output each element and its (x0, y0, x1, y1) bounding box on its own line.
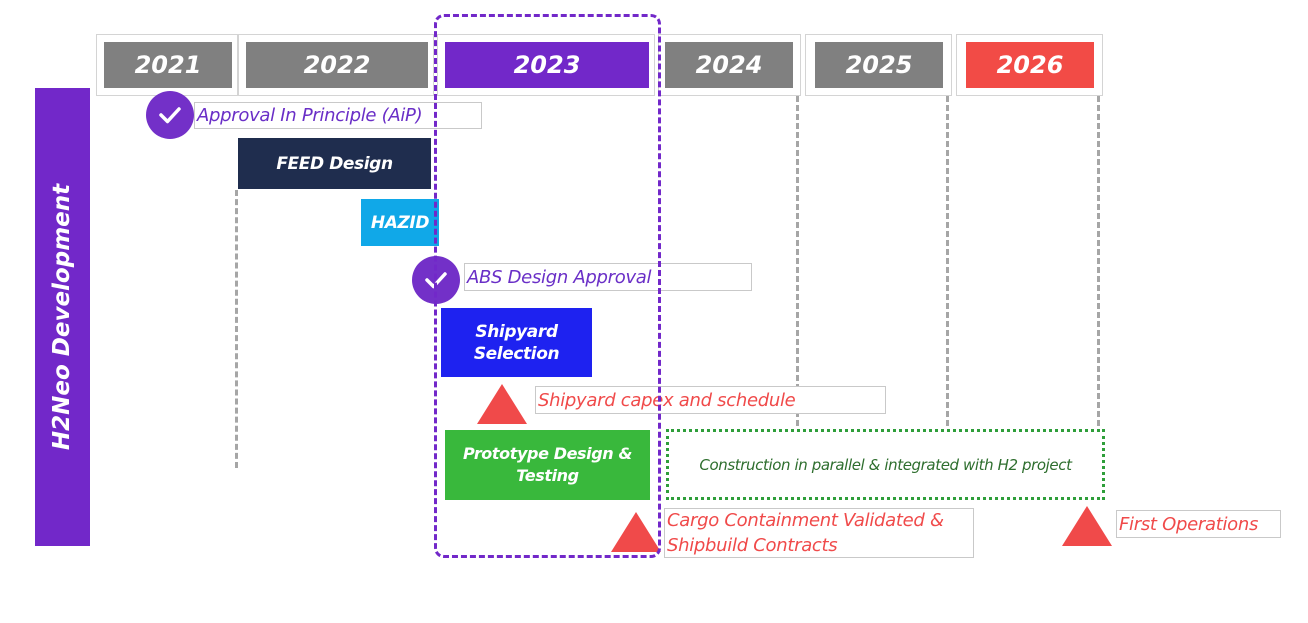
year-divider-2026 (1097, 96, 1100, 426)
aip-check-icon (146, 91, 194, 139)
cargo-gate-label: Cargo Containment Validated & Shipbuild … (664, 508, 974, 558)
year-divider-2025 (946, 96, 949, 426)
cargo-gate-triangle-icon (611, 512, 661, 552)
year-2024: 2024 (665, 42, 793, 88)
first-ops-label: First Operations (1116, 510, 1281, 538)
feed-design-box: FEED Design (238, 138, 431, 189)
prototype-box: Prototype Design & Testing (445, 430, 650, 500)
capex-gate-triangle-icon (477, 384, 527, 424)
year-2022: 2022 (246, 42, 428, 88)
construction-box: Construction in parallel & integrated wi… (666, 429, 1105, 500)
year-2025: 2025 (815, 42, 943, 88)
year-2023: 2023 (445, 42, 649, 88)
cargo-gate-text: Cargo Containment Validated & Shipbuild … (667, 510, 944, 556)
side-label-bar: H2Neo Development (35, 88, 90, 546)
year-2026: 2026 (966, 42, 1094, 88)
year-divider-2022 (235, 190, 238, 468)
hazid-box: HAZID (361, 199, 439, 246)
year-2023-highlight-frame (434, 14, 661, 558)
first-ops-gate-triangle-icon (1062, 506, 1112, 546)
year-2021: 2021 (104, 42, 232, 88)
shipyard-selection-box: Shipyard Selection (441, 308, 592, 377)
side-label: H2Neo Development (49, 183, 76, 451)
abs-approval-label: ABS Design Approval (464, 263, 752, 291)
year-divider-2024 (796, 96, 799, 426)
capex-gate-label: Shipyard capex and schedule (535, 386, 886, 414)
